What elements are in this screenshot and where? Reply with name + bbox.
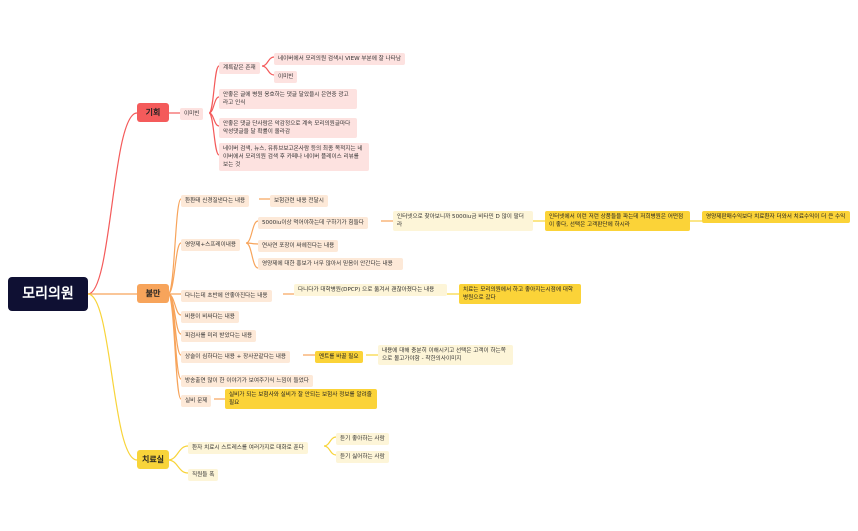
bulman-item-e[interactable]: 피검사를 미리 받았다는 내용: [181, 330, 257, 342]
gihoe-note-1[interactable]: 안좋은 글에 병원 옹호하는 댓글 달았을시 은연중 광고라고 인식: [219, 89, 357, 109]
chiryo-item-a[interactable]: 환자 치료시 스트레스를 여러가지로 대화로 푼다: [188, 442, 308, 454]
bulman-item-f1[interactable]: 멘트를 바꿀 필요: [315, 351, 363, 363]
link-bulman-b: [245, 220, 259, 269]
link-root-chiryo: [87, 293, 138, 461]
bulman-item-d[interactable]: 비용이 비싸다는 내용: [181, 311, 239, 323]
chiryo-item-b[interactable]: 직원들 폭: [188, 469, 219, 481]
chiryo-item-a2[interactable]: 듣기 싫어하는 사람: [336, 451, 389, 463]
root-topic[interactable]: 모리의원: [8, 277, 88, 311]
link-gyegeuk-children: [261, 56, 275, 76]
bulman-item-b1a1a[interactable]: 영양제판매수익보다 치료환자 더와서 치료수익이 더 큰 수익: [702, 211, 850, 223]
link-root-gihoe: [87, 112, 138, 295]
gyegeuk-a[interactable]: 네이버에서 모리의원 검색시 VIEW 부분에 잘 나타남: [274, 53, 405, 65]
link-chiryo-children: [167, 445, 189, 474]
bulman-item-b1[interactable]: 5000iu이상 먹어야하는데 구하기가 힘들다: [258, 217, 368, 229]
bulman-item-c1[interactable]: 다니다가 대학병원(DPCP) 으로 옮겨서 괜찮아졌다는 내용: [294, 284, 447, 296]
gihoe-note-3[interactable]: 네이버 검색, 뉴스, 유튜브보고온사람 등의 최종 목적지는 네이버에서 모리…: [219, 143, 369, 171]
bulman-item-f[interactable]: 상술이 심하다는 내용 + 장사꾼같다는 내용: [181, 351, 291, 363]
gihoe-note-2[interactable]: 안좋은 댓글 단사람은 악감정으로 계속 모리의원글마다 악성댓글을 달 확률이…: [219, 118, 357, 138]
bulman-item-a1[interactable]: 보험관련 내용 전달시: [270, 195, 328, 207]
bulman-item-b2[interactable]: 연사연 포장이 싸헤진다는 내용: [258, 240, 339, 252]
branch-bulman[interactable]: 불만: [137, 284, 169, 303]
gihoe-sub[interactable]: 이미빈: [180, 108, 204, 120]
branch-chiryo[interactable]: 치료실: [137, 450, 169, 469]
chiryo-item-a1[interactable]: 듣기 좋아하는 사람: [336, 433, 389, 445]
bulman-item-h[interactable]: 실비 문제: [181, 395, 212, 407]
link-bulman-children: [167, 198, 182, 400]
gihoe-gyegeuk[interactable]: 계륵같은 존재: [219, 62, 260, 74]
bulman-item-h1[interactable]: 실비가 되는 보험사와 실비가 잘 안되는 보험사 정보를 알려줄 필요: [225, 389, 377, 409]
bulman-item-g[interactable]: 방송출연 많이 한 이야기가 보여주기식 느낌이 들었다: [181, 375, 313, 387]
bulman-item-f1a[interactable]: 내용에 대해 충분히 이해시키고 선택은 고객이 하는쪽으로 몰고가야함 - 착…: [378, 345, 513, 365]
gyegeuk-b[interactable]: 이미빈: [274, 71, 298, 83]
bulman-item-b1a[interactable]: 인터넷으로 찾아보니까 5000iu금 비타민 D 많이 팔더라: [393, 211, 533, 231]
bulman-item-b1a1[interactable]: 인터넷에서 이런 저런 상품들을 파는데 저희병원은 어떤점이 좋다, 선택은 …: [545, 211, 690, 231]
link-gihoe-children: [208, 65, 220, 156]
link-chiryo-a: [323, 436, 337, 456]
branch-gihoe[interactable]: 기회: [137, 103, 169, 122]
bulman-item-b[interactable]: 영양제+스프레이내용: [181, 239, 241, 251]
bulman-item-b3[interactable]: 영양제에 대한 홍보가 너무 많아서 믿음이 안간다는 내용: [258, 258, 403, 270]
bulman-item-c[interactable]: 다니는데 초반에 안좋아진다는 내용: [181, 290, 272, 302]
bulman-item-c1a[interactable]: 치료는 모리의원에서 하고 좋아지는시점에 대학병원으로 갔다: [459, 284, 581, 304]
bulman-item-a[interactable]: 환환태 신경질낸다는 내용: [181, 195, 250, 207]
